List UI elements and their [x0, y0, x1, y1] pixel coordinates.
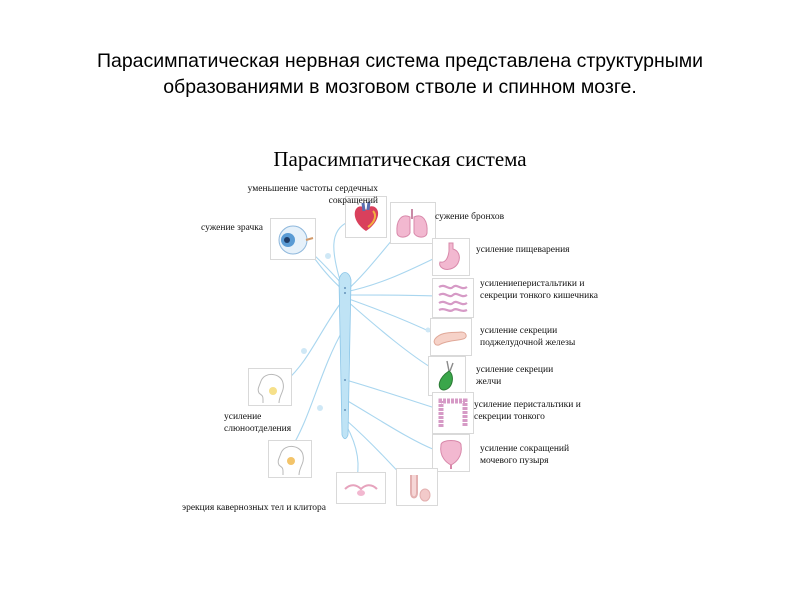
genital-male-icon [397, 469, 437, 505]
bladder-icon [433, 435, 469, 471]
nerve-bile [346, 300, 435, 370]
nerve-saliva-1 [285, 300, 343, 382]
colon-box [432, 392, 474, 434]
head-upper-box [248, 368, 292, 406]
eye-box [270, 218, 316, 260]
label-bladder-line1: усиление сокращений [480, 443, 569, 455]
lungs-icon [391, 203, 435, 243]
label-heart-line2: сокращений [238, 195, 378, 207]
head-lower-box [268, 440, 312, 478]
nerve-pancreas [346, 298, 435, 334]
nerve-bladder [346, 400, 435, 450]
label-intestine: усилениеперистальтики и секреции тонкого… [480, 278, 598, 302]
intestine-box [432, 278, 474, 318]
label-colon-line1: усиление перистальтики и [474, 399, 581, 411]
nerve-colon [346, 380, 435, 408]
genital-female-icon [337, 473, 385, 503]
label-bladder-line2: мочевого пузыря [480, 455, 569, 467]
label-pancreas-line2: поджелудочной железы [480, 337, 575, 349]
label-bile-line2: желчи [476, 376, 553, 388]
label-bladder: усиление сокращений мочевого пузыря [480, 443, 569, 467]
genital-male-box [396, 468, 438, 506]
label-intestine-line2: секреции тонкого кишечника [480, 290, 598, 302]
label-saliva-line1: усиление [224, 411, 291, 423]
label-pupil: сужение зрачка [201, 222, 263, 234]
label-heart-line1: уменьшение частоты сердечных [238, 183, 378, 195]
label-bile: усиление секреции желчи [476, 364, 553, 388]
label-digestion: усиление пищеварения [476, 244, 570, 256]
salivary-gland-lower-icon [269, 441, 311, 477]
label-bronchi: сужение бронхов [435, 211, 504, 223]
pancreas-icon [431, 319, 471, 355]
eye-icon [271, 219, 315, 259]
label-colon: усиление перистальтики и секреции тонког… [474, 399, 581, 423]
label-erection: эрекция кавернозных тел и клитора [182, 502, 326, 514]
stomach-icon [433, 239, 469, 275]
nerve-saliva-2 [290, 330, 343, 450]
colon-icon [433, 393, 473, 433]
genital-female-box [336, 472, 386, 504]
label-saliva-line2: слюноотделения [224, 423, 291, 435]
gallbladder-box [428, 356, 466, 396]
gallbladder-icon [429, 357, 465, 395]
pancreas-box [430, 318, 472, 356]
salivary-gland-upper-icon [249, 369, 291, 405]
spinal-cord [339, 273, 351, 439]
lungs-box [390, 202, 436, 244]
label-bile-line1: усиление секреции [476, 364, 553, 376]
label-pancreas-line1: усиление секреции [480, 325, 575, 337]
label-colon-line2: секреции тонкого [474, 411, 581, 423]
label-heart: уменьшение частоты сердечных сокращений [238, 183, 378, 207]
nerve-stomach [345, 258, 435, 292]
nerve-intestine [346, 295, 435, 296]
label-intestine-line1: усилениеперистальтики и [480, 278, 598, 290]
label-pancreas: усиление секреции поджелудочной железы [480, 325, 575, 349]
stomach-box [432, 238, 470, 276]
bladder-box [432, 434, 470, 472]
small-intestine-icon [433, 279, 473, 317]
label-saliva: усиление слюноотделения [224, 411, 291, 435]
